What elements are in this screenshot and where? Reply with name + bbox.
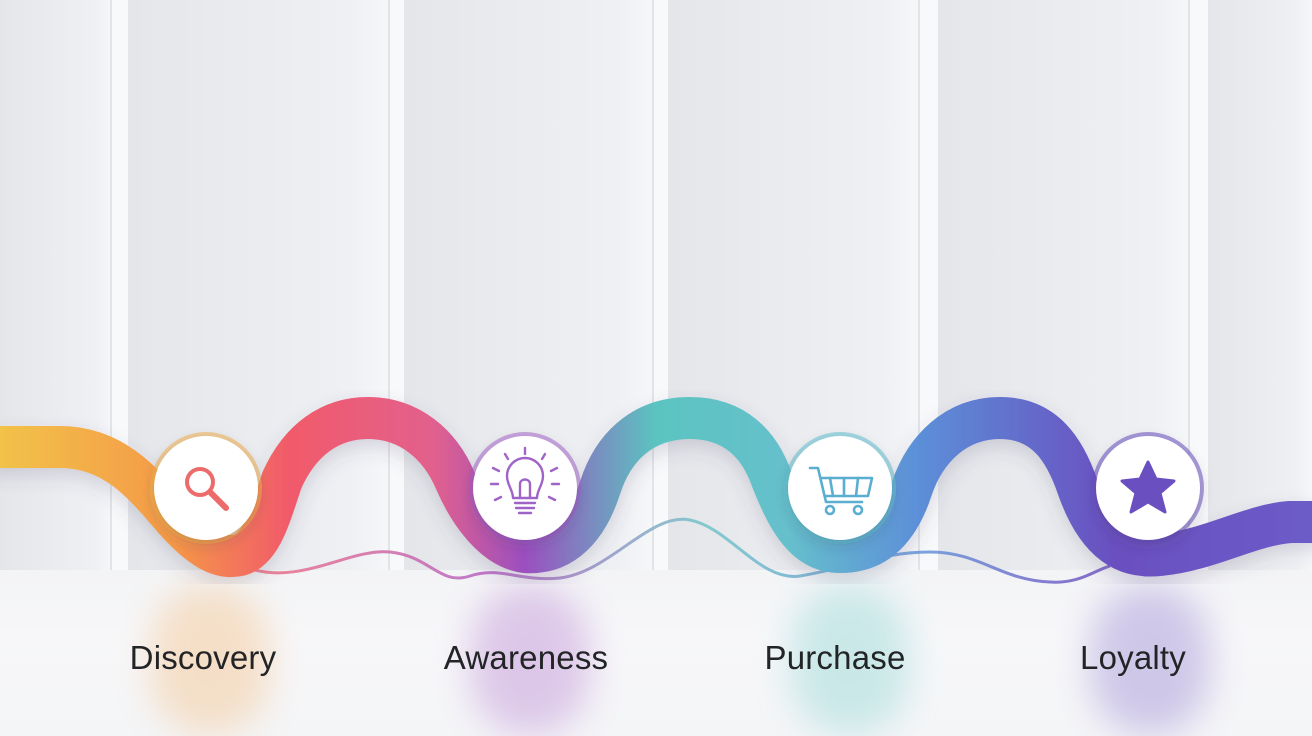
awareness-node [469,432,581,544]
search-icon [185,467,229,511]
loyalty-node [1092,432,1204,544]
floor [0,570,1312,736]
stage-label-purchase: Purchase [764,639,906,676]
discovery-node [150,432,262,544]
journey-ribbon [0,396,1312,577]
lightbulb-icon [489,446,561,515]
shopping-cart-icon [808,466,874,516]
thread-line [247,517,1111,584]
floor-reflection [470,585,590,735]
stage-label-awareness: Awareness [443,639,609,676]
floor-reflection [1090,585,1210,735]
floor-reflection [150,585,270,735]
stage-label-loyalty: Loyalty [1080,639,1186,676]
star-icon [1120,460,1176,514]
stage-label-discovery: Discovery [129,639,277,676]
purchase-node [784,432,896,544]
floor-reflection [790,585,910,735]
